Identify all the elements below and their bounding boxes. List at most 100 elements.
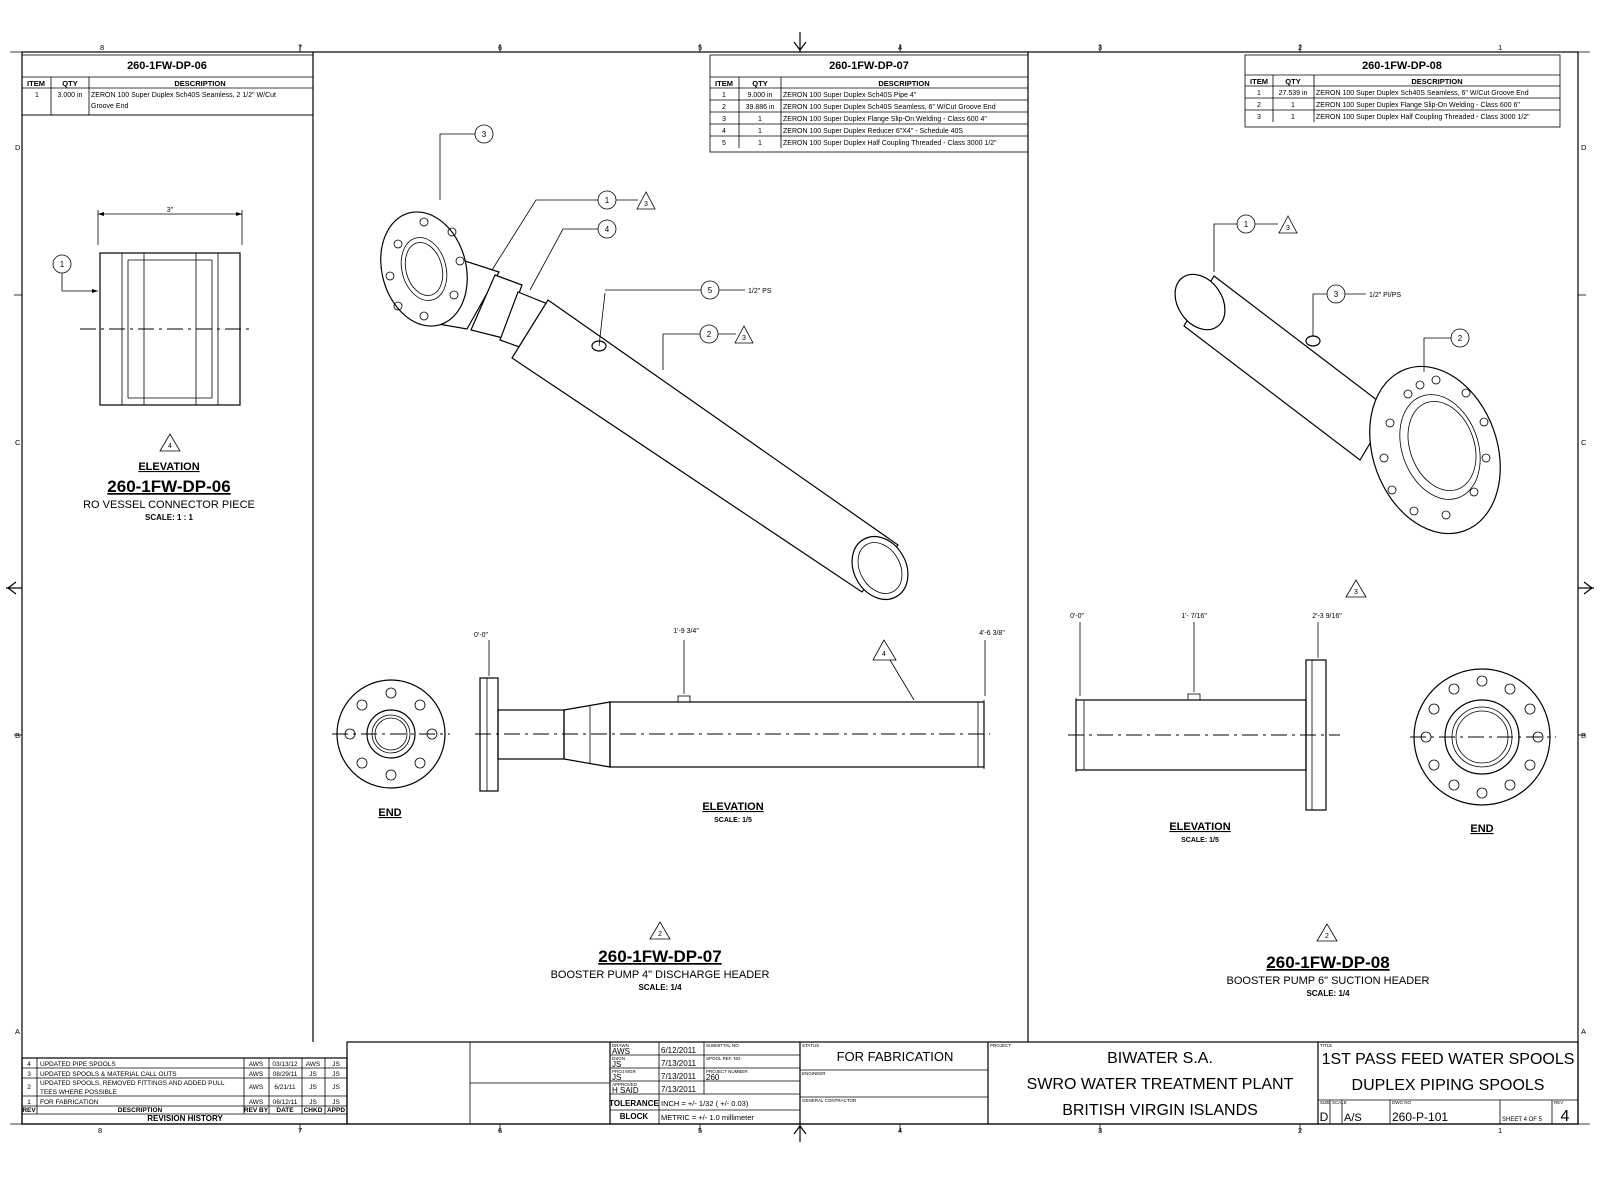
drawn-date: 6/12/2011: [661, 1046, 697, 1055]
tolerance-label: BLOCK: [620, 1112, 649, 1121]
col-label: 7: [298, 1126, 302, 1135]
bom-cell-qty: 1: [758, 128, 762, 135]
rev-by: AWS: [249, 1099, 264, 1106]
rev-chkd: JS: [309, 1099, 317, 1106]
field-label: PROJECT NUMBER: [706, 1069, 748, 1074]
tolerance-label: TOLERANCE: [609, 1099, 659, 1108]
callout-ps: 1/2" PS: [748, 288, 772, 295]
field-label: SUBMITTAL NO.: [706, 1043, 740, 1048]
dimension-label: 0'-0": [474, 632, 488, 639]
bom-cell-qty: 1: [758, 116, 762, 123]
rev-header: REV BY: [244, 1107, 269, 1114]
callouts-08: 1 3 3 1/2" PI/PS 2: [1213, 214, 1470, 372]
sheet-number: SHEET 4 OF 5: [1502, 1117, 1543, 1123]
bom-title: 260-1FW-DP-07: [829, 60, 909, 72]
revision-triangle: 2: [658, 931, 662, 938]
spool-subtitle: BOOSTER PUMP 6" SUCTION HEADER: [1227, 975, 1430, 987]
bom-header-desc: DESCRIPTION: [174, 79, 225, 88]
field-label: TITLE: [1320, 1043, 1332, 1048]
rev-chkd: AWS: [306, 1061, 321, 1068]
bom-header-qty: QTY: [1285, 77, 1300, 86]
col-label: 5: [698, 43, 702, 52]
revision-triangle: 2: [1325, 933, 1329, 940]
title-group-06: 4 ELEVATION 260-1FW-DP-06 RO VESSEL CONN…: [83, 433, 255, 522]
project-line-2: SWRO WATER TREATMENT PLANT: [1027, 1076, 1294, 1093]
rev-header: DATE: [276, 1107, 294, 1114]
spool-subtitle: RO VESSEL CONNECTOR PIECE: [83, 499, 255, 511]
spool-subtitle: BOOSTER PUMP 4" DISCHARGE HEADER: [551, 969, 770, 981]
col-label: 7: [298, 43, 302, 52]
rev-chkd: JS: [309, 1084, 317, 1091]
rev-cell: 1: [27, 1099, 31, 1106]
rev-chkd: JS: [309, 1071, 317, 1078]
rev-by: AWS: [249, 1071, 264, 1078]
field-label: PROJECT: [990, 1043, 1011, 1048]
view-label: ELEVATION: [1169, 821, 1230, 833]
dimension-label: 3": [167, 207, 174, 214]
rev-appd: JS: [332, 1084, 340, 1091]
row-label: D: [15, 143, 21, 152]
revision-triangle: 4: [168, 443, 172, 450]
isometric-drawing-08: [1174, 273, 1501, 535]
bom-cell-item: 1: [1257, 90, 1261, 97]
bom-cell-qty: 3.000 in: [58, 92, 83, 99]
field-label: REV: [1554, 1100, 1563, 1105]
col-label: 1: [1498, 43, 1502, 52]
dwg-number: 260-P-101: [1392, 1110, 1448, 1124]
column-labels-top: 8 7 6 5 4 3 2 1: [100, 43, 1502, 52]
revision-triangle: 3: [1286, 225, 1290, 232]
row-label: D: [1581, 143, 1587, 152]
title-group-07: 2 260-1FW-DP-07 BOOSTER PUMP 4" DISCHARG…: [551, 921, 770, 992]
view-label: ELEVATION: [138, 461, 199, 473]
tolerance-metric: METRIC = +/- 1.0 millimeter: [661, 1113, 754, 1122]
balloon: 3: [482, 130, 487, 139]
title-block: DRAWN DSGN PROJ MGR APPROVED SUBMITTAL N…: [346, 1041, 1579, 1125]
bom-cell-item: 1: [35, 92, 39, 99]
bom-cell-desc-line2: Groove End: [91, 103, 128, 110]
rev-appd: JS: [332, 1071, 340, 1078]
project-line-3: BRITISH VIRGIN ISLANDS: [1062, 1102, 1258, 1119]
spool-title: 260-1FW-DP-07: [598, 947, 721, 966]
revision-triangle: 4: [882, 651, 886, 658]
rev-desc: UPDATED SPOOLS, REMOVED FITTINGS AND ADD…: [40, 1080, 225, 1087]
revision-triangle: 3: [742, 335, 746, 342]
bom-cell-desc: ZERON 100 Super Duplex Half Coupling Thr…: [783, 140, 997, 147]
status-value: FOR FABRICATION: [837, 1049, 954, 1064]
bom-cell-desc: ZERON 100 Super Duplex Flange Slip-On We…: [1316, 102, 1520, 109]
scale-value: A/S: [1344, 1112, 1362, 1124]
bom-cell-item: 1: [722, 92, 726, 99]
col-label: 2: [1298, 1126, 1302, 1135]
bom-cell-item: 3: [722, 116, 726, 123]
elevation-drawing-08: 0'-0" 1'- 7/16" 2'-3 9/16" 3 ELEVATION S…: [1068, 579, 1367, 844]
rev-date: 03/13/12: [272, 1061, 298, 1068]
bom-cell-desc: ZERON 100 Super Duplex Reducer 6"X4" - S…: [783, 128, 963, 135]
balloon: 2: [707, 330, 712, 339]
bom-title: 260-1FW-DP-06: [127, 60, 207, 72]
field-label: ENGINEER: [802, 1071, 826, 1076]
column-labels-bottom: 8 7 6 5 4 3 2 1: [98, 1126, 1502, 1135]
bom-header-item: ITEM: [27, 79, 45, 88]
view-scale: SCALE: 1/5: [1181, 837, 1219, 844]
approved-date: 7/13/2011: [661, 1085, 697, 1094]
approved-by: H SAID: [612, 1086, 639, 1095]
row-label: B: [15, 731, 20, 740]
field-label: DWG NO: [1392, 1100, 1411, 1105]
rev-header: CHKD: [304, 1107, 323, 1114]
revision-history: 4 UPDATED PIPE SPOOLS AWS 03/13/12 AWS J…: [21, 1057, 348, 1125]
bom-header-item: ITEM: [1250, 77, 1268, 86]
drawn-by: AWS: [612, 1047, 630, 1056]
scale-label: SCALE: 1 : 1: [145, 513, 194, 522]
bom-cell-item: 3: [1257, 114, 1261, 121]
rev-date: 06/12/11: [273, 1099, 298, 1106]
rev-cell: 4: [27, 1061, 31, 1068]
row-label: B: [1581, 731, 1586, 740]
revision-history-title: REVISION HISTORY: [147, 1114, 223, 1123]
dimension-label: 1'- 7/16": [1181, 613, 1207, 620]
bom-header-qty: QTY: [752, 79, 767, 88]
row-label: A: [1581, 1027, 1586, 1036]
rev-desc-line2: TEES WHERE POSSIBLE: [40, 1089, 118, 1096]
drawing-title-line-2: DUPLEX PIPING SPOOLS: [1352, 1077, 1545, 1094]
bom-cell-desc: ZERON 100 Super Duplex Sch40S Seamless, …: [91, 92, 276, 99]
end-label: END: [378, 807, 401, 819]
bom-cell-qty: 27.539 in: [1279, 90, 1308, 97]
